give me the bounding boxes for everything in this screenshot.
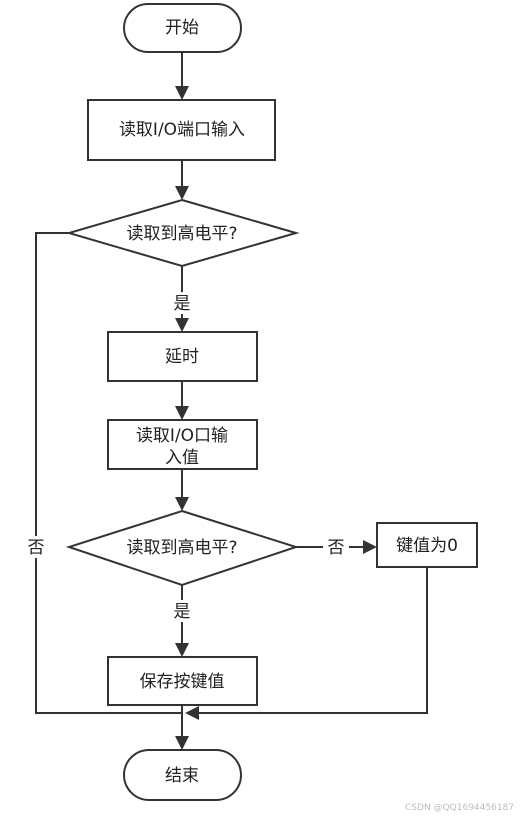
read-io-process	[87, 99, 276, 161]
arrowhead	[185, 706, 199, 720]
key-zero-label: 键值为0	[396, 536, 458, 556]
edge-keyzero-to-end	[197, 567, 428, 714]
edge-label-bg	[323, 536, 349, 558]
watermark: CSDN @QQ1694456187	[405, 803, 514, 813]
save-key-process	[107, 656, 258, 706]
read-io-value-process	[107, 419, 258, 470]
arrowhead	[175, 318, 189, 332]
start-label: 开始	[165, 18, 199, 38]
decision-1	[65, 198, 300, 268]
read-io-value-label-line1: 读取I/O口输	[136, 426, 228, 446]
decision-1-no-label: 否	[28, 538, 45, 558]
edge-decision1-no	[35, 232, 182, 714]
edge-label-bg	[24, 536, 48, 558]
arrowhead	[175, 406, 189, 420]
decision-2-label: 读取到高电平?	[126, 538, 237, 558]
read-io-label: 读取I/O端口输入	[119, 120, 245, 140]
delay-label: 延时	[165, 347, 199, 367]
end-terminal	[123, 749, 242, 801]
decision-2	[65, 509, 300, 587]
arrowhead	[175, 497, 189, 511]
read-io-value-label-line2: 入值	[165, 448, 199, 468]
decision-1-yes-label: 是	[174, 294, 191, 314]
decision-2-yes-label: 是	[174, 602, 191, 622]
arrowhead	[363, 540, 377, 554]
arrowhead	[175, 736, 189, 750]
edge-label-bg	[170, 600, 194, 622]
start-terminal	[123, 3, 242, 53]
save-key-label: 保存按键值	[140, 672, 225, 692]
end-label: 结束	[165, 766, 199, 786]
key-zero-process	[376, 522, 478, 568]
decision-2-no-label: 否	[328, 538, 345, 558]
edge-label-bg	[170, 292, 194, 314]
arrowhead	[175, 186, 189, 200]
decision-1-label: 读取到高电平?	[126, 224, 237, 244]
arrowhead	[175, 86, 189, 100]
arrowhead	[175, 643, 189, 657]
delay-process	[107, 331, 258, 382]
